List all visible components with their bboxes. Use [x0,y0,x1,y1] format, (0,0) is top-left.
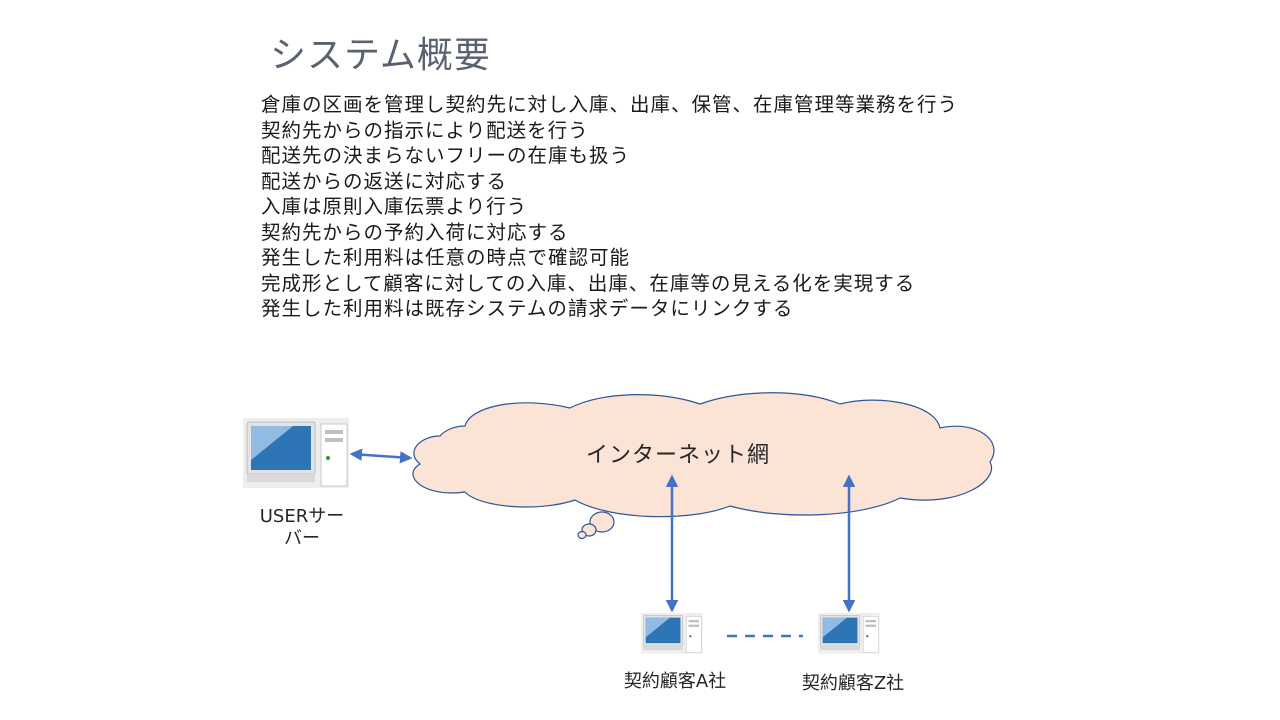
user-server-label-line2: バー [284,528,320,549]
client-z-label: 契約顧客Z社 [801,673,905,694]
list-item: 発生した利用料は任意の時点で確認可能 [261,246,631,269]
user-server-label: USERサー バー [250,506,354,550]
list-item: 契約先からの予約入荷に対応する [261,220,569,244]
list-item: 配送先の決まらないフリーの在庫も扱う [261,144,631,167]
user-server-label-line1: USERサー [259,506,345,527]
list-item: 入庫は原則入庫伝票より行う [261,195,528,218]
slide-title: システム概要 [270,35,491,76]
list-item: 発生した利用料は既存システムの請求データにリンクする [261,297,794,320]
list-item: 倉庫の区画を管理し契約先に対し入庫、出庫、保管、在庫管理等業務を行う [261,93,959,116]
list-item: 配送からの返送に対応する [261,169,508,193]
user-server-cloud-arrow [349,448,413,464]
cloud-label: インターネット網 [586,443,771,468]
overview-list: 倉庫の区画を管理し契約先に対し入庫、出庫、保管、在庫管理等業務を行う 契約先から… [261,92,958,322]
list-item: 完成形として顧客に対しての入庫、出庫、在庫等の見える化を実現する [261,271,916,295]
list-item: 契約先からの指示により配送を行う [261,118,589,142]
client-a-computer-icon [640,612,703,654]
client-a-label: 契約顧客A社 [623,671,727,692]
user-server-computer-icon [242,417,350,489]
client-z-computer-icon [817,612,880,654]
